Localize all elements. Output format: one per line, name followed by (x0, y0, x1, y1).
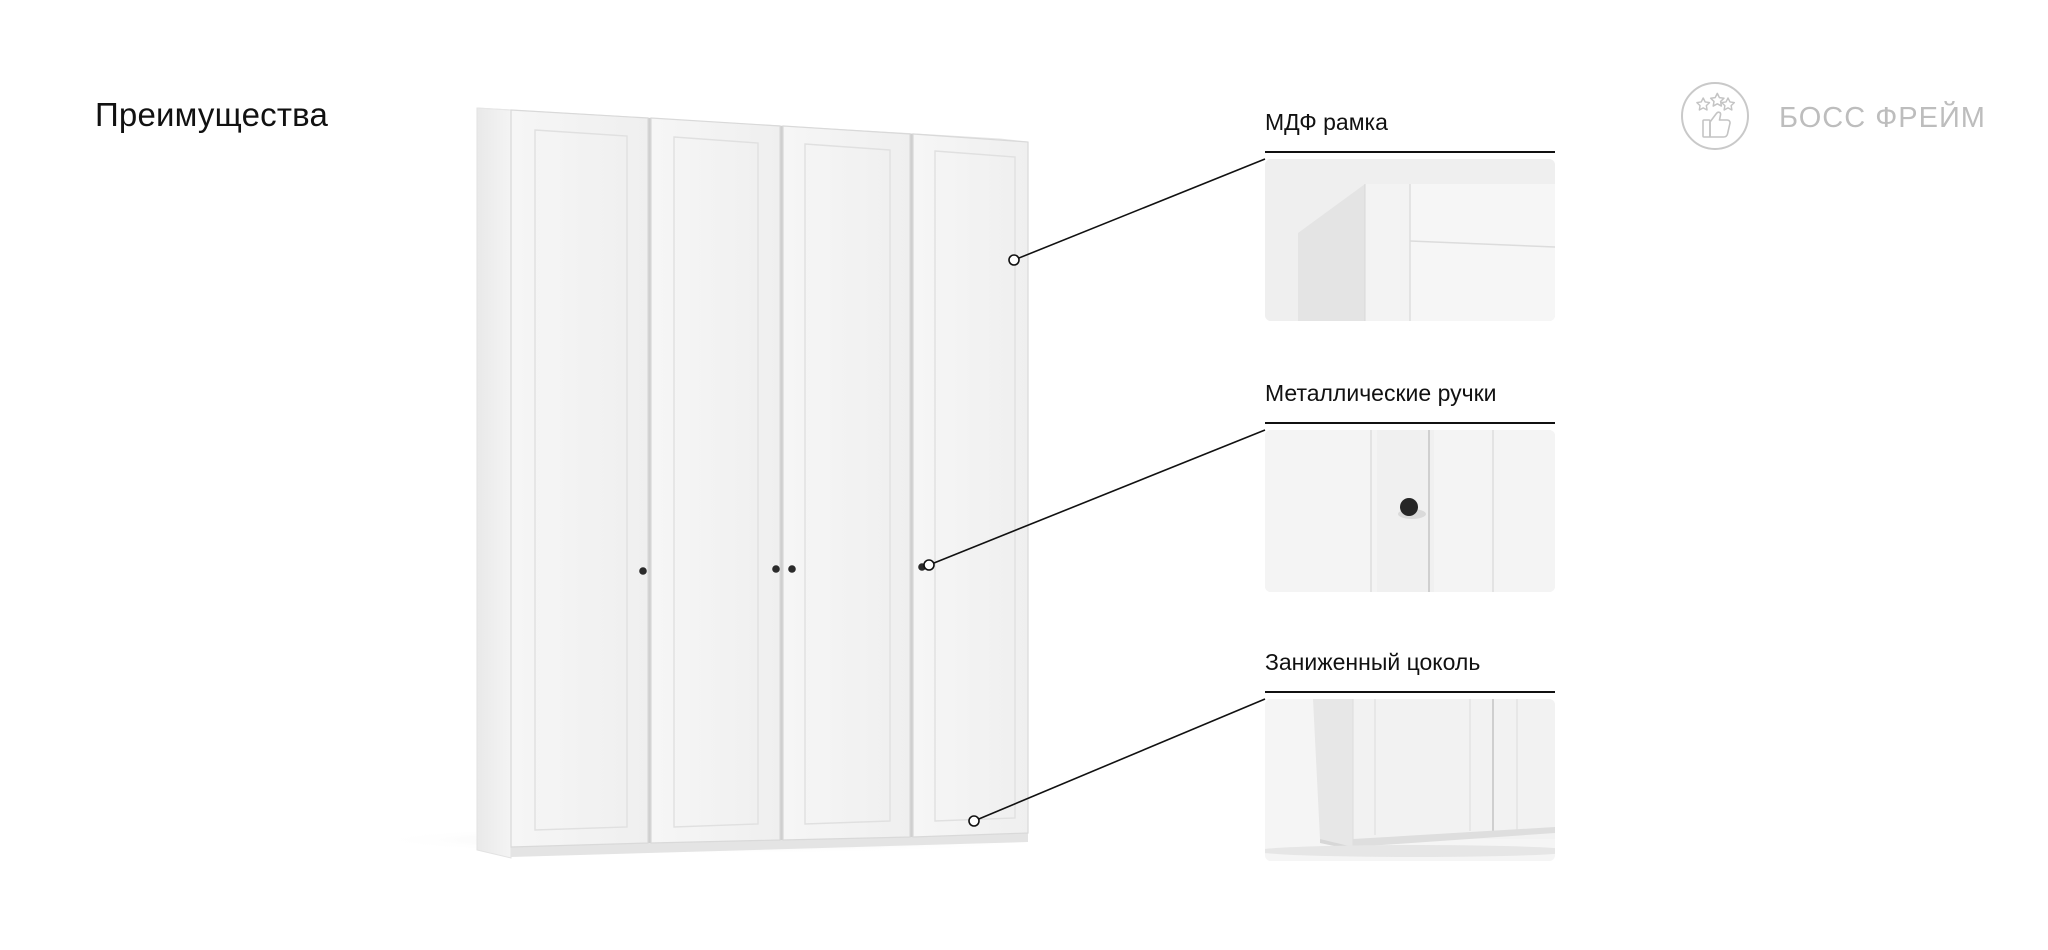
brand-name: БОСС ФРЕЙМ (1779, 102, 1986, 134)
wardrobe-illustration (380, 107, 1050, 859)
feature-title: МДФ рамка (1265, 109, 1388, 135)
thumbs-up-stars-icon (1681, 82, 1749, 150)
feature-title: Заниженный цоколь (1265, 649, 1481, 675)
callout-dot-handle (923, 559, 935, 571)
feature-divider (1265, 151, 1555, 153)
callout-dot-plinth (968, 815, 980, 827)
brand-logo: БОСС ФРЕЙМ (1681, 82, 2021, 154)
feature-divider (1265, 422, 1555, 424)
mdf-frame-closeup-image (1265, 159, 1555, 321)
metal-handle-closeup-image (1265, 430, 1555, 592)
feature-divider (1265, 691, 1555, 693)
low-plinth-closeup-image (1265, 699, 1555, 861)
feature-title: Металлические ручки (1265, 380, 1497, 406)
callout-dot-frame (1008, 254, 1020, 266)
page-title: Преимущества (95, 96, 329, 133)
